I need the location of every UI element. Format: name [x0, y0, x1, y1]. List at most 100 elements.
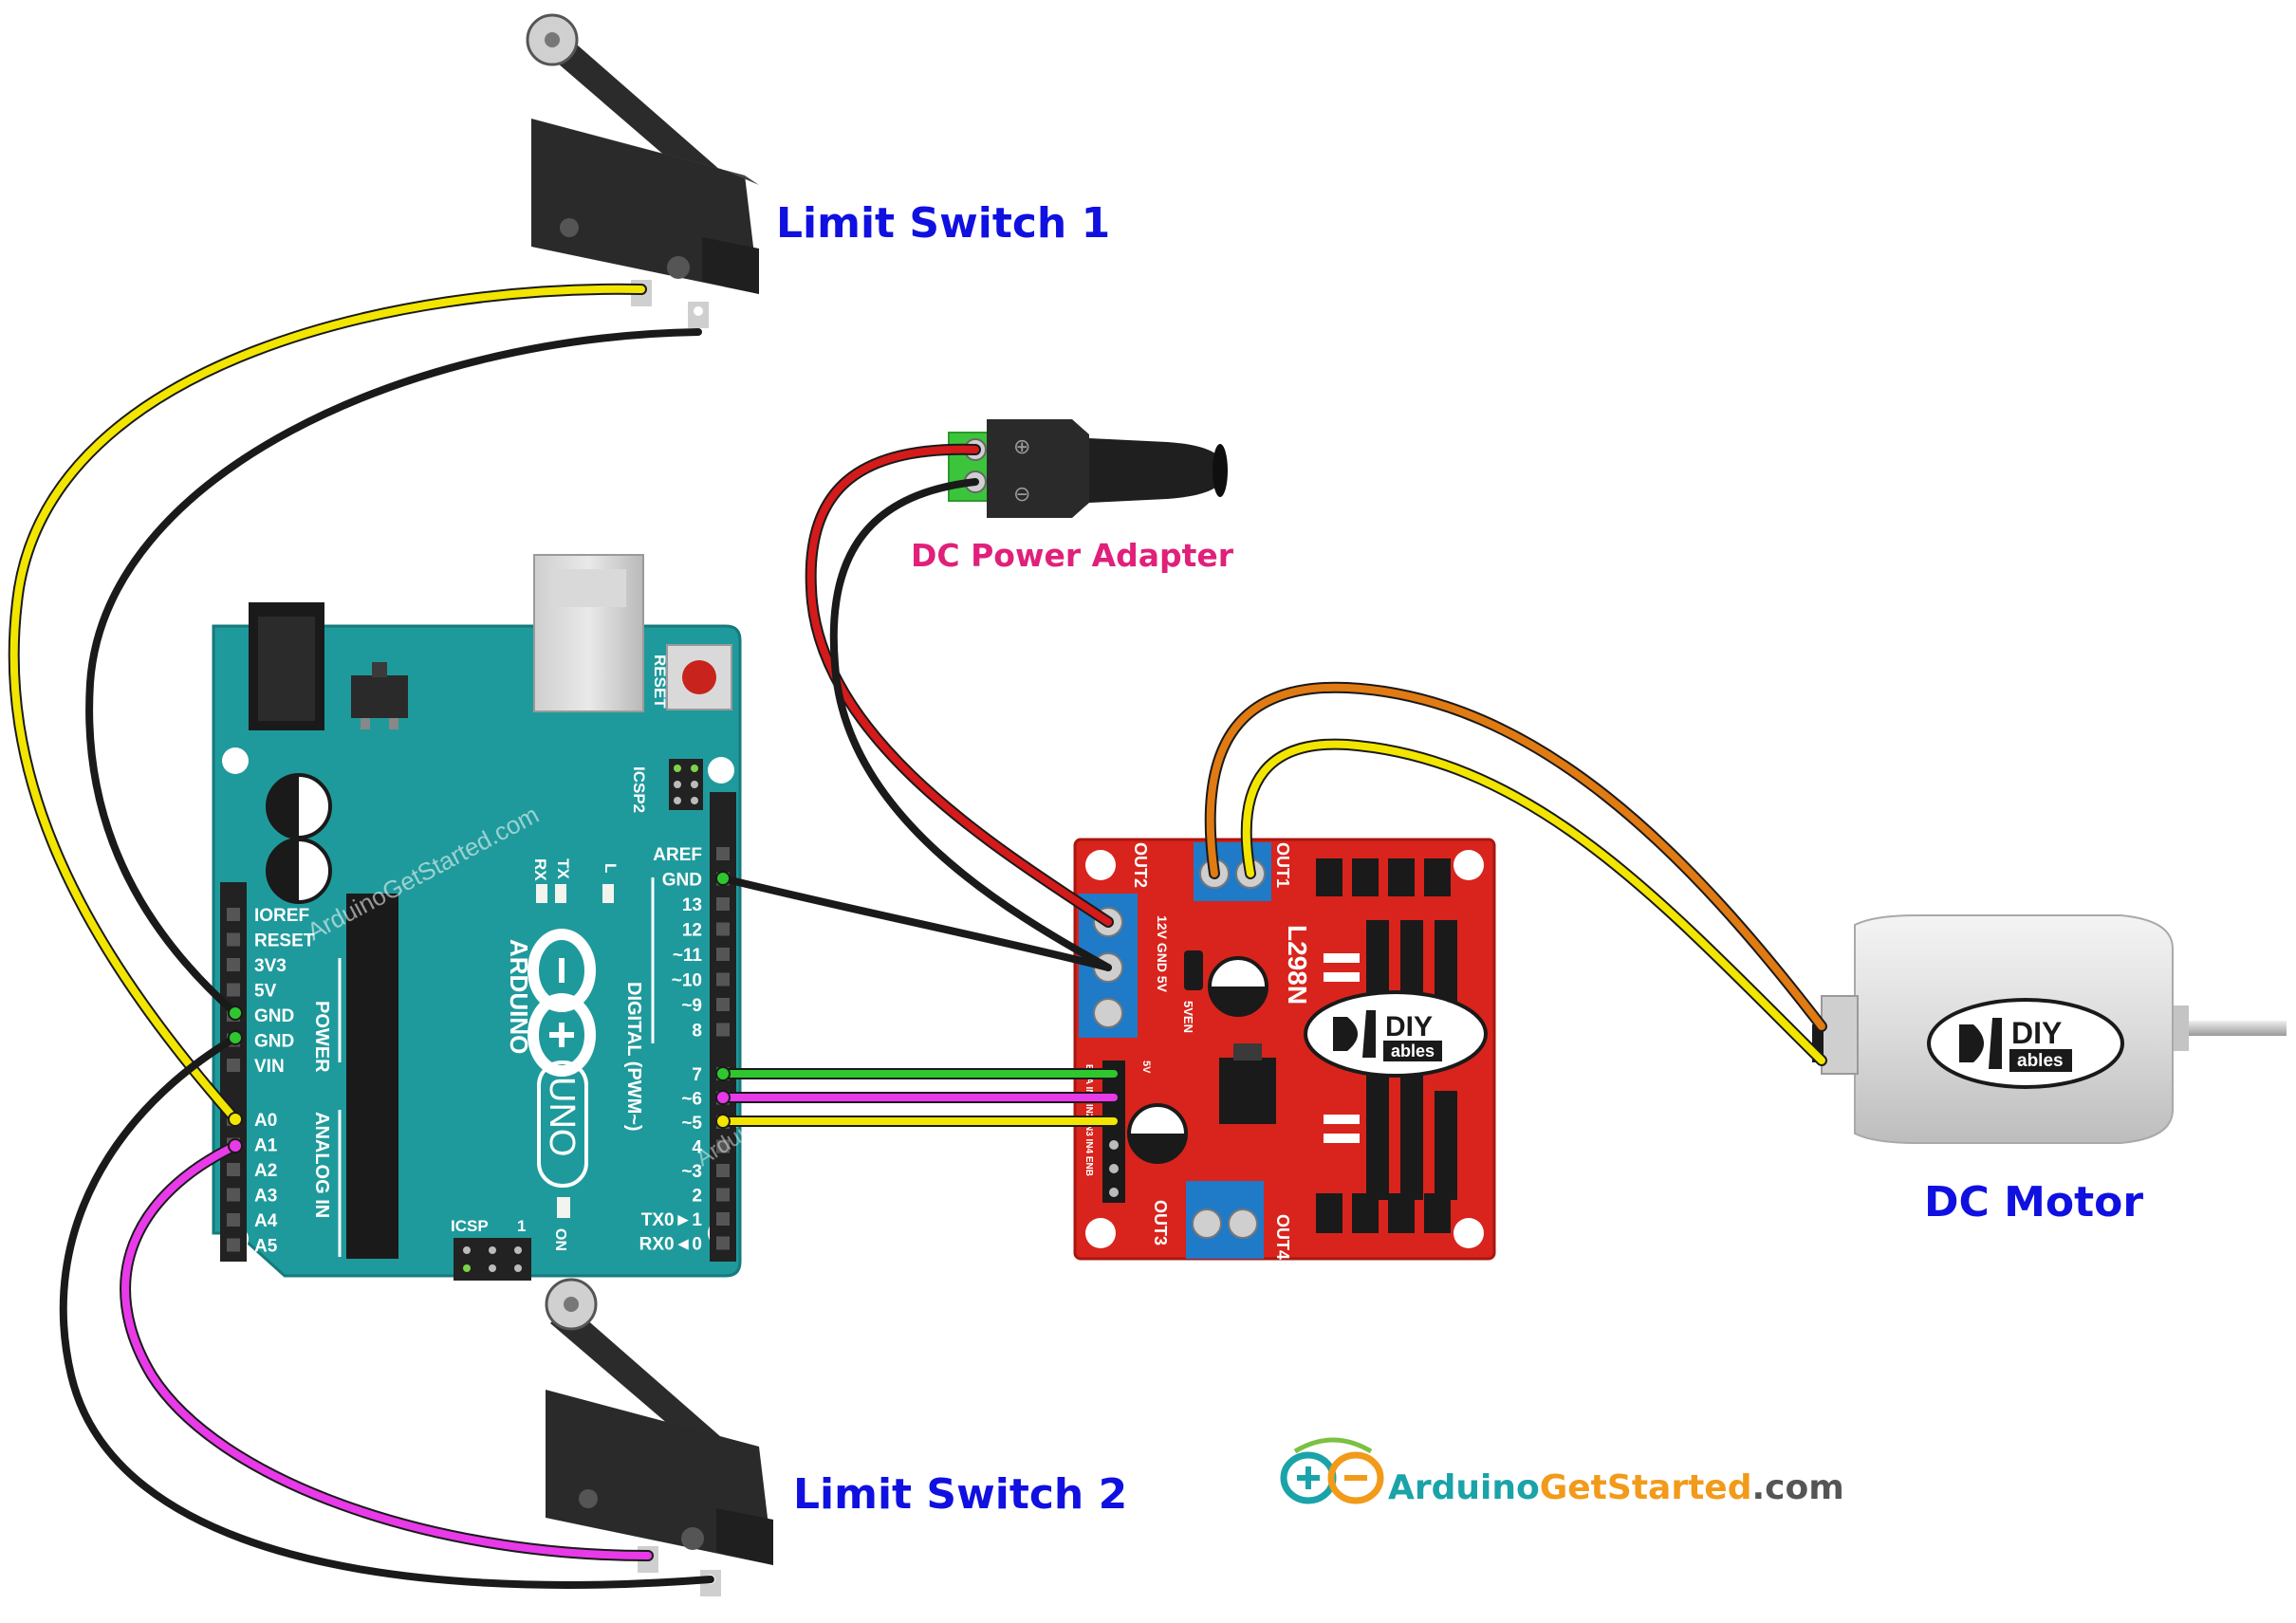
motor-diyables-logo: DIY ables — [1927, 998, 2124, 1089]
analog-pin — [227, 1213, 240, 1226]
adapter-plus-symbol: ⊕ — [1013, 435, 1030, 459]
signal-pin-header — [1102, 1060, 1125, 1203]
digital-pin-label: ~9 — [681, 996, 702, 1016]
digital-pin — [716, 1188, 730, 1202]
l-led — [602, 884, 614, 903]
svg-text:DIY: DIY — [1385, 1011, 1433, 1042]
dc-motor: DIY ables — [1812, 914, 2287, 1144]
digital-pin — [716, 922, 730, 936]
icsp2-label: ICSP2 — [630, 766, 648, 813]
icsp-pin1-label: 1 — [517, 1217, 526, 1235]
arduinogetstarted-icon — [1280, 1437, 1384, 1504]
digital-pin-label: 8 — [692, 1022, 702, 1042]
digital-header-pins — [716, 847, 730, 1250]
power-pin-label: IOREF — [254, 906, 309, 926]
power-pin — [227, 932, 240, 947]
on-label: ON — [552, 1228, 568, 1251]
5v-enable-jumper — [1184, 950, 1203, 990]
digital-pin — [716, 847, 730, 860]
driver-regulator — [1219, 1043, 1276, 1124]
wire-adapter-black — [829, 478, 1112, 971]
arduino-infinity-logo — [528, 929, 596, 1077]
digital-pin — [716, 972, 730, 987]
digital-pin-label: ~11 — [673, 946, 703, 966]
icsp-header — [454, 1238, 531, 1281]
out1-out2-terminal — [1194, 842, 1271, 901]
out2-label: OUT2 — [1131, 842, 1150, 888]
power-pin — [227, 1059, 240, 1072]
digital-pin-label: TX0►1 — [641, 1210, 703, 1230]
digital-pin — [716, 1212, 730, 1226]
icsp2-header — [669, 759, 703, 810]
power-pin — [227, 908, 240, 921]
rx-label: RX — [531, 858, 549, 881]
icsp-label: ICSP — [451, 1217, 489, 1235]
analog-header-label: ANALOG IN — [311, 1112, 332, 1218]
svg-text:ables: ables — [2017, 1051, 2064, 1071]
resistors — [1324, 953, 1360, 1143]
power-pin-label: RESET — [254, 931, 315, 951]
svg-text:DIY: DIY — [2011, 1016, 2062, 1050]
uno-badge: UNO — [537, 1060, 588, 1188]
wire-gnd-black — [719, 875, 1112, 971]
driver-diyables-logo: DIY ables — [1304, 990, 1488, 1078]
wire-ls2-black — [59, 1034, 714, 1589]
l298n-motor-driver: OUT2 OUT1 12V GND 5V 5VEN L298N — [1073, 838, 1496, 1261]
rx-led — [536, 884, 547, 903]
limit-switch-1 — [526, 13, 759, 328]
power-pin-label: VIN — [254, 1057, 285, 1077]
arduinogetstarted-text: ArduinoGetStarted.com — [1388, 1468, 1844, 1507]
digital-pin — [716, 948, 730, 961]
dc-power-adapter-label: DC Power Adapter — [911, 537, 1234, 574]
digital-pin — [716, 1139, 730, 1153]
out3-label: OUT3 — [1151, 1200, 1170, 1245]
power-pin-label: GND — [254, 1006, 294, 1026]
on-led — [557, 1197, 570, 1218]
wires — [8, 283, 1827, 1589]
wire-adapter-red — [805, 443, 1114, 928]
analog-pin — [227, 1188, 240, 1202]
out4-label: OUT4 — [1273, 1214, 1292, 1260]
digital-pin-label: ~5 — [681, 1114, 702, 1134]
tx-label: TX — [554, 858, 572, 879]
digital-pin-label: ~10 — [672, 971, 702, 991]
usb-connector — [533, 554, 644, 712]
bottom-diodes — [1316, 1193, 1451, 1233]
power-pin-label: 3V3 — [254, 956, 287, 976]
microcontroller-chip — [346, 894, 398, 1259]
pin-connection-dots — [228, 871, 731, 1153]
barrel-jack — [249, 602, 324, 730]
pin-5v-label: 5V — [1140, 1060, 1152, 1074]
analog-pin — [227, 1238, 240, 1252]
capacitors — [266, 773, 332, 904]
digital-pin-label: 2 — [692, 1187, 702, 1207]
out3-out4-terminal — [1186, 1181, 1264, 1259]
analog-pin-label: A5 — [254, 1237, 278, 1257]
digital-pin — [716, 897, 730, 911]
l-led-label: L — [602, 863, 620, 873]
top-diodes — [1316, 858, 1451, 896]
digital-pin-label: 4 — [692, 1138, 702, 1158]
analog-pin-label: A4 — [254, 1211, 278, 1231]
digital-pin — [716, 1236, 730, 1250]
analog-pin-label: A0 — [254, 1111, 277, 1131]
digital-header-label: DIGITAL (PWM~) — [623, 982, 644, 1132]
digital-pin-label: 13 — [682, 895, 702, 915]
reset-button[interactable] — [666, 644, 732, 710]
digital-pin-label: 12 — [682, 921, 702, 941]
svg-text:ables: ables — [1391, 1042, 1435, 1060]
analog-pin-label: A3 — [254, 1187, 277, 1207]
out1-label: OUT1 — [1273, 842, 1292, 888]
arduino-uno-board: RESET ICSP2 TX RX L ArduinoGetStarted.co… — [212, 554, 907, 1281]
digital-pin — [716, 998, 730, 1011]
digital-pin-label: AREF — [653, 845, 702, 865]
power-pin — [227, 958, 240, 971]
l298n-chip-label: L298N — [1283, 925, 1312, 1005]
analog-pin-label: A2 — [254, 1161, 277, 1181]
power-pin-label: 5V — [254, 982, 277, 1002]
adapter-minus-symbol: ⊖ — [1013, 483, 1030, 507]
power-terminal-labels: 12V GND 5V — [1155, 915, 1170, 993]
power-pin — [227, 983, 240, 997]
digital-pin-label: ~6 — [681, 1090, 702, 1110]
